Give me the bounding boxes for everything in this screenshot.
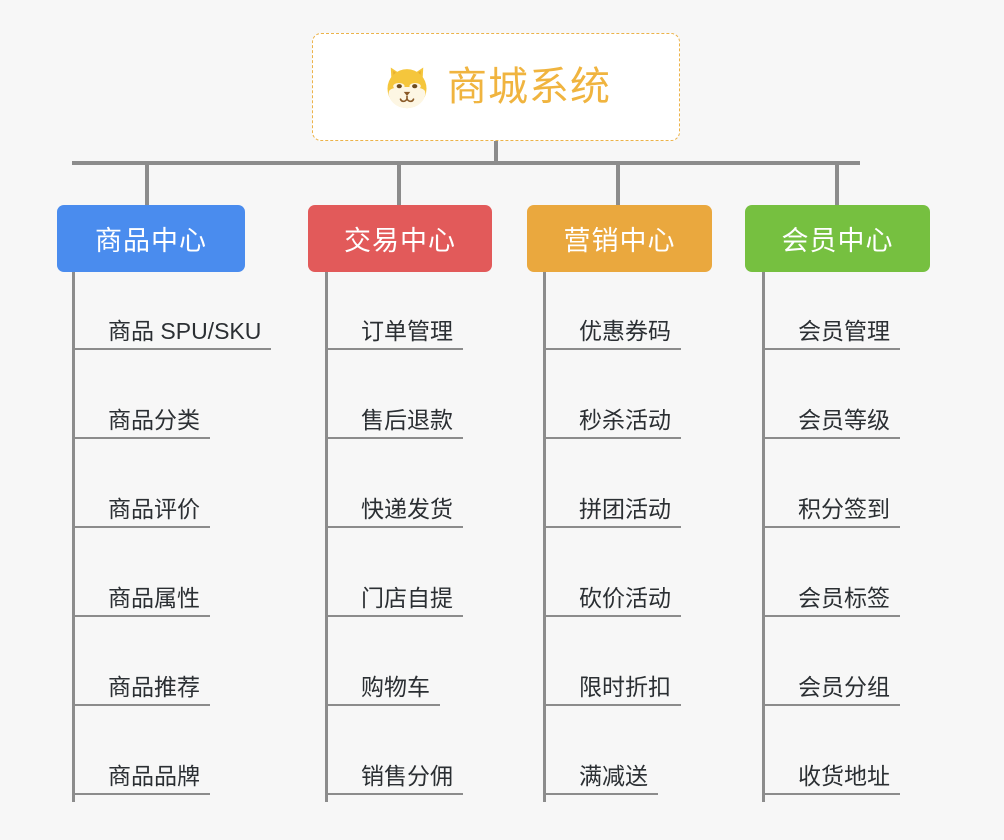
leaf-label: 会员分组: [798, 673, 890, 700]
leaf-item[interactable]: 会员管理: [762, 272, 900, 350]
category-box-0[interactable]: 商品中心: [57, 205, 245, 272]
leaf-item[interactable]: 商品评价: [72, 450, 210, 528]
leaf-label: 积分签到: [798, 495, 890, 522]
category-box-3[interactable]: 会员中心: [745, 205, 930, 272]
category-label-0: 商品中心: [95, 226, 207, 256]
leaf-item[interactable]: 商品属性: [72, 539, 210, 617]
connector-drop-2: [397, 161, 401, 205]
category-label-2: 营销中心: [563, 226, 676, 256]
leaf-item[interactable]: 售后退款: [325, 361, 463, 439]
leaf-label: 会员等级: [798, 406, 890, 433]
leaf-label: 限时折扣: [579, 673, 671, 700]
leaf-label: 快递发货: [361, 495, 453, 522]
leaf-label: 拼团活动: [579, 495, 671, 522]
leaf-label: 收货地址: [798, 762, 890, 789]
connector-drop-4: [835, 161, 839, 205]
leaf-item[interactable]: 商品推荐: [72, 628, 210, 706]
leaf-label: 商品评价: [108, 495, 200, 522]
leaf-label: 秒杀活动: [579, 406, 671, 433]
leaf-item[interactable]: 商品分类: [72, 361, 210, 439]
leaf-item[interactable]: 快递发货: [325, 450, 463, 528]
leaf-label: 商品推荐: [108, 673, 200, 700]
category-label-1: 交易中心: [344, 226, 456, 256]
leaf-item[interactable]: 商品品牌: [72, 717, 210, 795]
leaf-label: 商品 SPU/SKU: [108, 317, 262, 344]
category-box-1[interactable]: 交易中心: [308, 205, 492, 272]
root-title: 商城系统: [447, 65, 611, 109]
leaf-label: 会员管理: [798, 317, 890, 344]
leaf-label: 满减送: [579, 762, 648, 789]
branch-spine-2: [543, 272, 546, 802]
leaf-item[interactable]: 商品 SPU/SKU: [72, 272, 272, 350]
branch-spine-3: [762, 272, 765, 802]
leaf-item[interactable]: 优惠券码: [543, 272, 681, 350]
leaf-label: 商品属性: [108, 584, 200, 611]
leaf-label: 门店自提: [361, 584, 453, 611]
leaf-label: 订单管理: [361, 317, 453, 344]
connector-bus-cap-left: [72, 161, 76, 165]
leaf-label: 售后退款: [361, 406, 453, 433]
root-node[interactable]: 商城系统: [312, 33, 680, 141]
leaf-item[interactable]: 购物车: [325, 628, 440, 706]
dog-face-icon: [381, 61, 433, 113]
leaf-label: 销售分佣: [361, 762, 453, 789]
connector-drop-1: [145, 161, 149, 205]
branch-spine-1: [325, 272, 328, 802]
leaf-item[interactable]: 积分签到: [762, 450, 900, 528]
connector-drop-3: [616, 161, 620, 205]
connector-bus-cap-right: [856, 161, 860, 165]
leaf-label: 砍价活动: [579, 584, 671, 611]
leaf-item[interactable]: 会员标签: [762, 539, 900, 617]
leaf-item[interactable]: 满减送: [543, 717, 658, 795]
leaf-label: 会员标签: [798, 584, 890, 611]
connector-bus: [72, 161, 860, 165]
leaf-label: 商品分类: [108, 406, 200, 433]
leaf-label: 商品品牌: [108, 762, 200, 789]
leaf-item[interactable]: 秒杀活动: [543, 361, 681, 439]
leaf-item[interactable]: 订单管理: [325, 272, 463, 350]
leaf-item[interactable]: 会员分组: [762, 628, 900, 706]
category-box-2[interactable]: 营销中心: [527, 205, 712, 272]
branch-spine-0: [72, 272, 75, 802]
connector-root-stem: [494, 141, 498, 165]
leaf-label: 购物车: [361, 673, 430, 700]
leaf-item[interactable]: 限时折扣: [543, 628, 681, 706]
leaf-label: 优惠券码: [579, 317, 671, 344]
category-label-3: 会员中心: [781, 226, 894, 256]
leaf-item[interactable]: 门店自提: [325, 539, 463, 617]
leaf-item[interactable]: 销售分佣: [325, 717, 463, 795]
leaf-item[interactable]: 会员等级: [762, 361, 900, 439]
leaf-item[interactable]: 砍价活动: [543, 539, 681, 617]
leaf-item[interactable]: 收货地址: [762, 717, 900, 795]
leaf-item[interactable]: 拼团活动: [543, 450, 681, 528]
